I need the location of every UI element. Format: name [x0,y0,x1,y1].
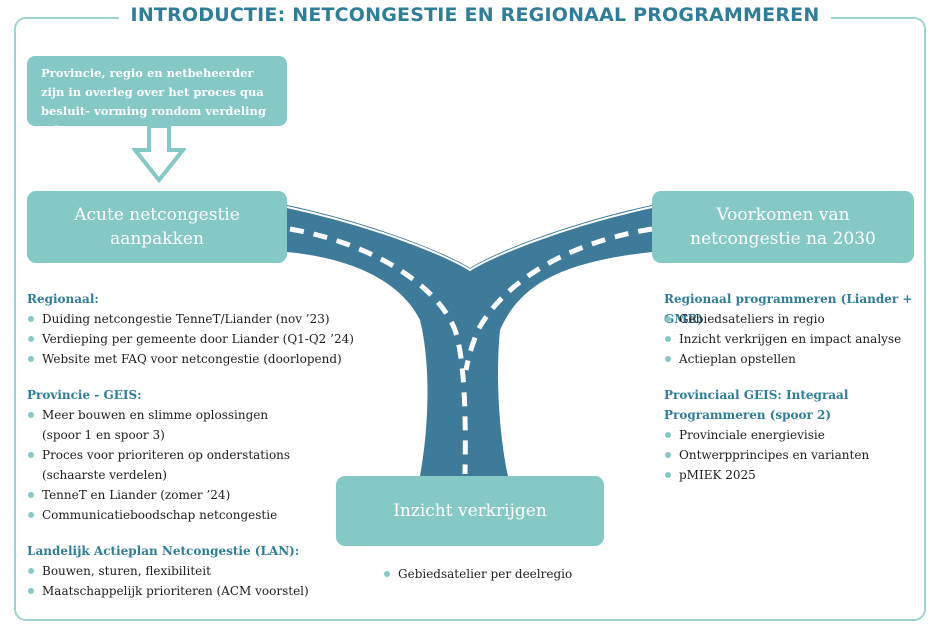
list-item: pMIEK 2025 [664,465,950,485]
list-item-continuation: (schaarste verdelen) [27,465,354,485]
list-item: Bouwen, sturen, flexibiliteit [27,561,354,581]
section-heading: Provinciaal GEIS: Integraal [664,388,849,402]
list-item: Ontwerpprincipes en varianten [664,445,950,465]
middle-column: Gebiedsatelier per deelregio [383,564,572,584]
list-item-continuation: (spoor 1 en spoor 3) [27,425,354,445]
left-column: Regionaal: Duiding netcongestie TenneT/L… [27,289,354,601]
page-title: INTRODUCTIE: NETCONGESTIE EN REGIONAAL P… [118,4,832,26]
section-heading: Provincie - GEIS: [27,388,142,402]
intro-box: Provincie, regio en netbeheerder zijn in… [27,56,287,137]
right-column: Regionaal programmeren (Liander + GMR) G… [664,289,950,485]
page-title-wrap: INTRODUCTIE: NETCONGESTIE EN REGIONAAL P… [0,4,950,26]
box-right-line1: Voorkomen van [716,205,850,225]
section-heading: Regionaal programmeren (Liander + GMR) [664,292,913,326]
list-item: Duiding netcongestie TenneT/Liander (nov… [27,309,354,329]
box-right-line2: netcongestie na 2030 [690,229,876,249]
down-arrow-icon [132,124,186,184]
section-heading: Regionaal: [27,292,99,306]
list-item: Meer bouwen en slimme oplossingen [27,405,354,425]
inzicht-verkrijgen-box: Inzicht verkrijgen [336,476,604,546]
box-left-line2: aanpakken [110,229,204,249]
list-item: Proces voor prioriteren op onderstations [27,445,354,465]
continuation-text: (schaarste verdelen) [42,468,167,482]
list-item: Gebiedsateliers in regio [664,309,950,329]
section-heading: Programmeren (spoor 2) [664,408,832,422]
list-item: Verdieping per gemeente door Liander (Q1… [27,329,354,349]
list-item: Communicatieboodschap netcongestie [27,505,354,525]
list-item: Inzicht verkrijgen en impact analyse [664,329,950,349]
list-item: Maatschappelijk prioriteren (ACM voorste… [27,581,354,601]
voorkomen-netcongestie-box: Voorkomen van netcongestie na 2030 [652,191,914,263]
box-left-line1: Acute netcongestie [74,205,240,225]
list-item: TenneT en Liander (zomer ’24) [27,485,354,505]
list-item: Actieplan opstellen [664,349,950,369]
section-heading: Landelijk Actieplan Netcongestie (LAN): [27,544,300,558]
list-item: Gebiedsatelier per deelregio [383,564,572,584]
acute-netcongestie-box: Acute netcongestie aanpakken [27,191,287,263]
continuation-text: (spoor 1 en spoor 3) [42,428,165,442]
list-item: Provinciale energievisie [664,425,950,445]
list-item: Website met FAQ voor netcongestie (doorl… [27,349,354,369]
